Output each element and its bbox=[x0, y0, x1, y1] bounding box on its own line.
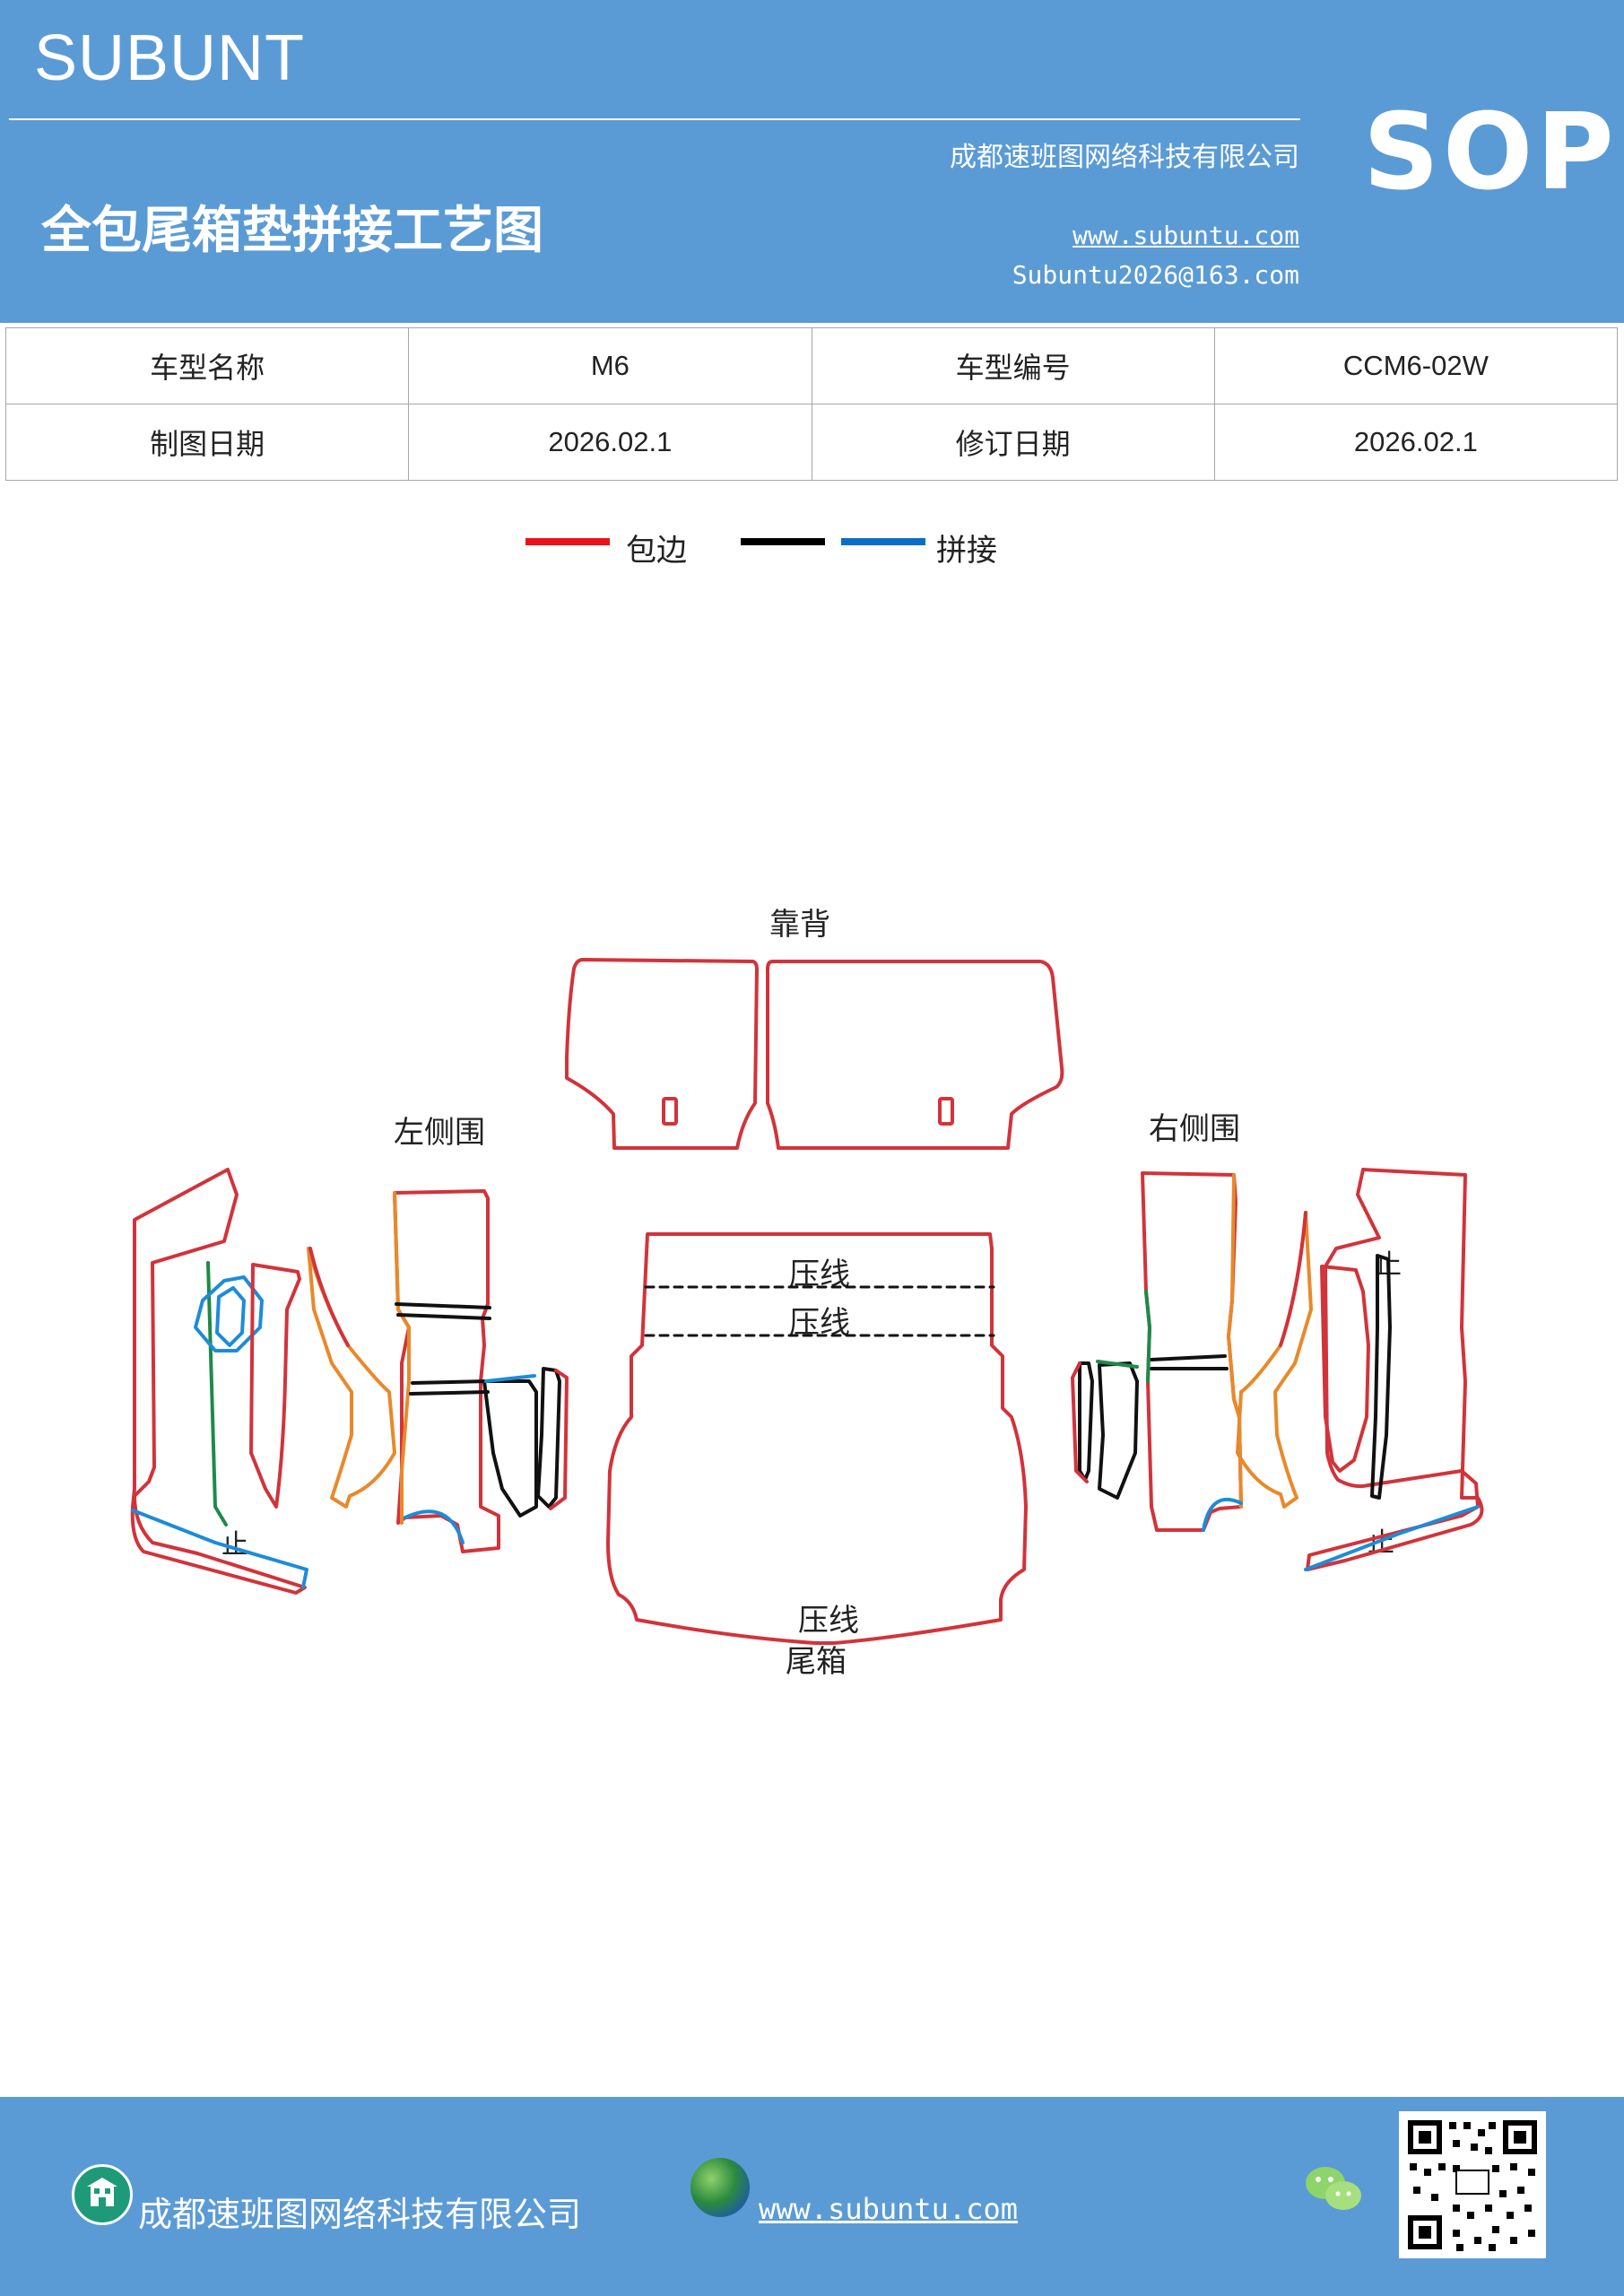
right-orange-piece-red-edge bbox=[1279, 1211, 1307, 1347]
right-mid-panel bbox=[1320, 1265, 1370, 1473]
header-divider bbox=[9, 118, 1300, 120]
left-tall-black-seam-3 bbox=[411, 1379, 490, 1385]
right-small-panel-b-red bbox=[1071, 1361, 1089, 1483]
label-press-line-3: 压线 bbox=[798, 1603, 859, 1639]
right-tall-orange-edge bbox=[1227, 1173, 1243, 1509]
table-cell: 修订日期 bbox=[811, 404, 1215, 481]
qr-code[interactable] bbox=[1399, 2111, 1546, 2258]
label-trunk: 尾箱 bbox=[786, 1644, 847, 1680]
right-small-panel-a-green bbox=[1096, 1360, 1139, 1369]
right-black-strip bbox=[1370, 1254, 1392, 1500]
left-inner-blue-ring bbox=[194, 1275, 264, 1352]
sop-badge: SOP bbox=[1363, 90, 1618, 213]
mat-diagram: 靠背 左侧围 右侧围 压线 压线 压线 尾箱 止 止 止 bbox=[130, 907, 1484, 1680]
left-tall-blue-arc bbox=[404, 1509, 465, 1544]
left-tall-black-seam-4 bbox=[409, 1390, 490, 1396]
footer-website-link[interactable]: www.subuntu.com bbox=[759, 2192, 1018, 2226]
table-cell: M6 bbox=[408, 327, 812, 404]
table-row: 车型名称 M6 车型编号 CCM6-02W bbox=[4, 327, 1619, 404]
left-tall-orange-edge bbox=[393, 1191, 411, 1525]
legend-label-splice: 拼接 bbox=[936, 533, 997, 569]
backrest-right-panel bbox=[766, 960, 1064, 1150]
table-cell: 制图日期 bbox=[4, 404, 410, 481]
table-row: 制图日期 2026.02.1 修订日期 2026.02.1 bbox=[4, 404, 1619, 481]
right-small-panel-b bbox=[1078, 1361, 1094, 1482]
right-tall-black-seam-1 bbox=[1150, 1354, 1227, 1361]
right-small-panel-a bbox=[1098, 1361, 1139, 1500]
left-small-panel-b bbox=[536, 1367, 561, 1509]
trunk-floor-panel bbox=[606, 1232, 1028, 1645]
label-backrest: 靠背 bbox=[769, 907, 830, 943]
left-tall-black-seam-2 bbox=[396, 1313, 491, 1320]
building-icon bbox=[72, 2164, 133, 2225]
backrest-right-slot bbox=[938, 1097, 954, 1126]
legend-swatch-black bbox=[741, 538, 825, 545]
table-cell: 2026.02.1 bbox=[1213, 404, 1619, 481]
right-tall-blue-arc bbox=[1202, 1497, 1243, 1532]
globe-icon bbox=[690, 2158, 750, 2217]
header-banner: SUBUNT 成都速班图网络科技有限公司 全包尾箱垫拼接工艺图 www.subu… bbox=[0, 0, 1624, 323]
backrest-left-panel bbox=[565, 958, 759, 1150]
left-outer-panel bbox=[130, 1168, 307, 1595]
legend-swatch-blue bbox=[841, 538, 925, 545]
info-table: 车型名称 M6 车型编号 CCM6-02W 制图日期 2026.02.1 修订日… bbox=[4, 327, 1619, 481]
header-company: 成都速班图网络科技有限公司 bbox=[950, 142, 1299, 173]
right-outer-panel bbox=[1306, 1168, 1484, 1571]
legend-swatch-red bbox=[525, 538, 610, 545]
left-mid-panel bbox=[249, 1263, 301, 1509]
header-email: Subuntu2026@163.com bbox=[1012, 260, 1299, 290]
table-cell: 2026.02.1 bbox=[408, 404, 812, 481]
header-website-link[interactable]: www.subuntu.com bbox=[1073, 221, 1299, 250]
right-tall-green-edge bbox=[1144, 1290, 1151, 1383]
left-small-panel-a-blue bbox=[484, 1374, 536, 1383]
table-cell: CCM6-02W bbox=[1213, 327, 1619, 404]
right-outer-splice-strip bbox=[1304, 1505, 1480, 1571]
left-inner-blue-ring-core bbox=[215, 1286, 246, 1347]
brand-name: SUBUNT bbox=[34, 22, 306, 94]
table-cell: 车型名称 bbox=[4, 327, 410, 404]
page-title: 全包尾箱垫拼接工艺图 bbox=[41, 202, 543, 260]
label-left-side: 左侧围 bbox=[394, 1115, 485, 1151]
wechat-icon[interactable] bbox=[1302, 2161, 1365, 2215]
left-tall-black-seam-1 bbox=[395, 1302, 491, 1309]
legend-label-edge: 包边 bbox=[626, 533, 687, 569]
right-tall-panel bbox=[1141, 1171, 1243, 1532]
backrest-left-slot bbox=[662, 1097, 678, 1126]
table-cell: 车型编号 bbox=[811, 327, 1215, 404]
left-outer-splice-strip bbox=[131, 1509, 308, 1589]
footer-banner: 成都速班图网络科技有限公司 www.subuntu.com bbox=[0, 2097, 1624, 2296]
label-right-side: 右侧围 bbox=[1149, 1111, 1240, 1147]
left-small-panel-a bbox=[482, 1379, 538, 1518]
legend: 包边 拼接 bbox=[0, 520, 1624, 574]
left-orange-piece-red-edge bbox=[308, 1247, 350, 1347]
footer-company: 成都速班图网络科技有限公司 bbox=[138, 2195, 582, 2234]
left-small-panel-b-red bbox=[549, 1369, 569, 1510]
